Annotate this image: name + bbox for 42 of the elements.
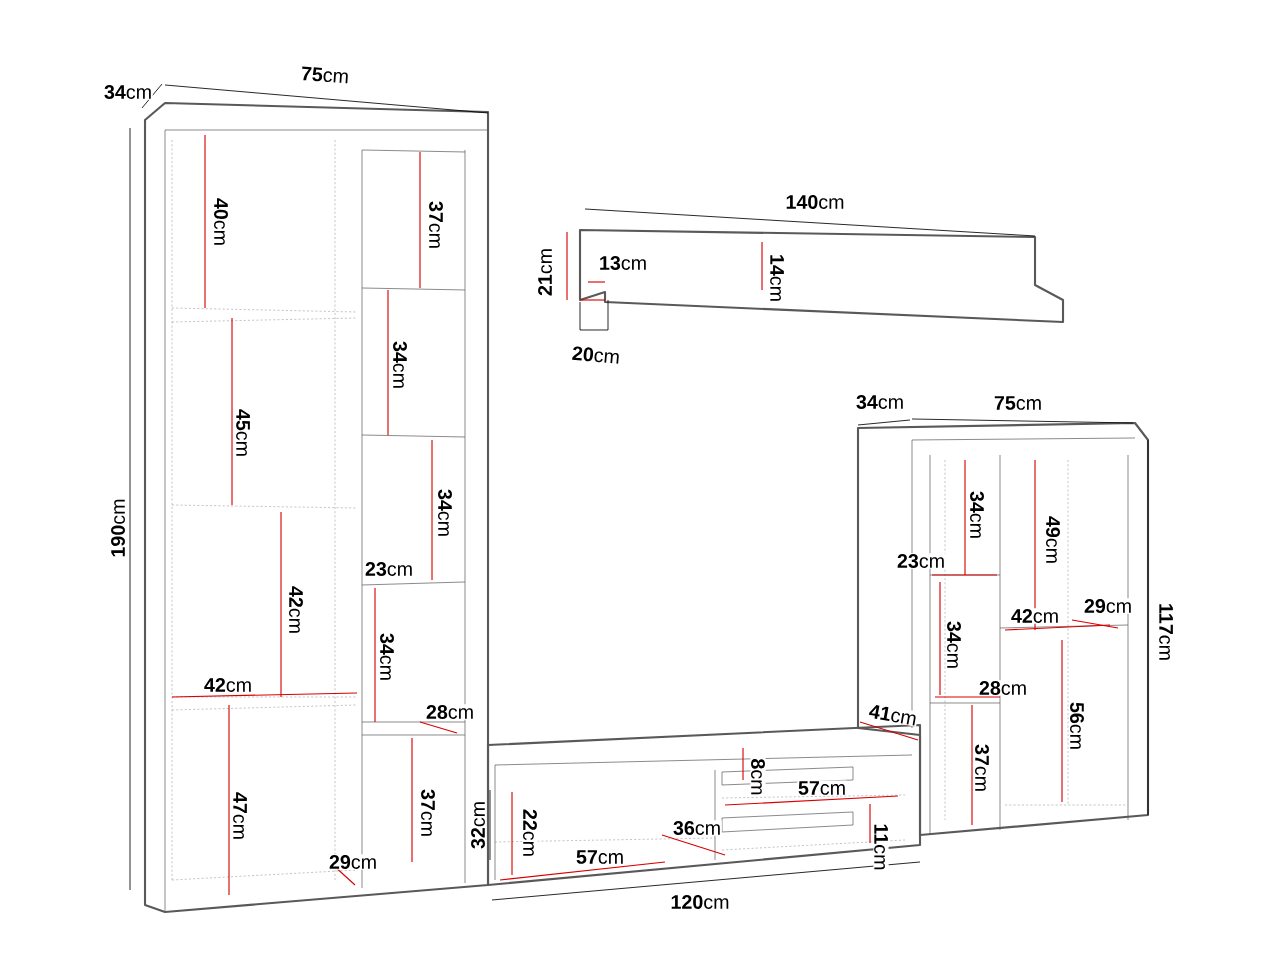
dimension-label: 42cm [288, 585, 304, 635]
dimension-label: 21cm [537, 247, 553, 297]
dimension-label: 34cm [379, 632, 395, 682]
dimension-label: 28cm [978, 680, 1028, 696]
dimension-label: 32cm [470, 800, 486, 850]
dimension-label: 14cm [769, 253, 785, 303]
dimension-label: 28cm [425, 704, 475, 720]
dimension-label: 40cm [213, 197, 229, 247]
dimension-label: 37cm [420, 788, 436, 838]
dimension-label: 42cm [203, 677, 253, 693]
dimension-label: 49cm [1045, 515, 1061, 565]
dimension-label: 13cm [598, 255, 648, 271]
dimension-label: 47cm [232, 791, 248, 841]
dimension-label: 57cm [575, 849, 625, 865]
dimension-label: 34cm [392, 340, 408, 390]
dimension-label: 117cm [1158, 602, 1174, 662]
dimension-label: 11cm [873, 822, 889, 872]
dimension-label: 120cm [669, 894, 731, 910]
dimension-label: 42cm [1010, 608, 1060, 624]
dimension-label: 75cm [993, 395, 1043, 411]
dimension-label: 34cm [855, 394, 905, 410]
dimension-label: 34cm [437, 488, 453, 538]
dimension-label: 37cm [974, 743, 990, 793]
dimension-label: 36cm [672, 820, 722, 836]
dimension-label: 56cm [1069, 701, 1085, 751]
dimension-label: 37cm [428, 200, 444, 250]
dimension-label: 8cm [750, 757, 766, 797]
dimension-label: 140cm [784, 194, 846, 210]
dimension-label: 41cm [867, 703, 919, 727]
dimension-label: 29cm [1083, 598, 1133, 614]
dimension-label: 20cm [570, 345, 622, 365]
dimension-label: 190cm [110, 497, 126, 559]
dimension-label: 34cm [969, 490, 985, 540]
dimension-label: 22cm [522, 808, 538, 858]
dimension-label: 34cm [103, 84, 153, 100]
dimension-label: 23cm [364, 561, 414, 577]
dimension-label: 34cm [946, 620, 962, 670]
dimension-label: 29cm [328, 854, 378, 870]
dimension-label: 75cm [299, 65, 351, 85]
dimension-label: 45cm [235, 408, 251, 458]
dimension-label: 57cm [797, 780, 847, 796]
dimension-label: 23cm [896, 553, 946, 569]
